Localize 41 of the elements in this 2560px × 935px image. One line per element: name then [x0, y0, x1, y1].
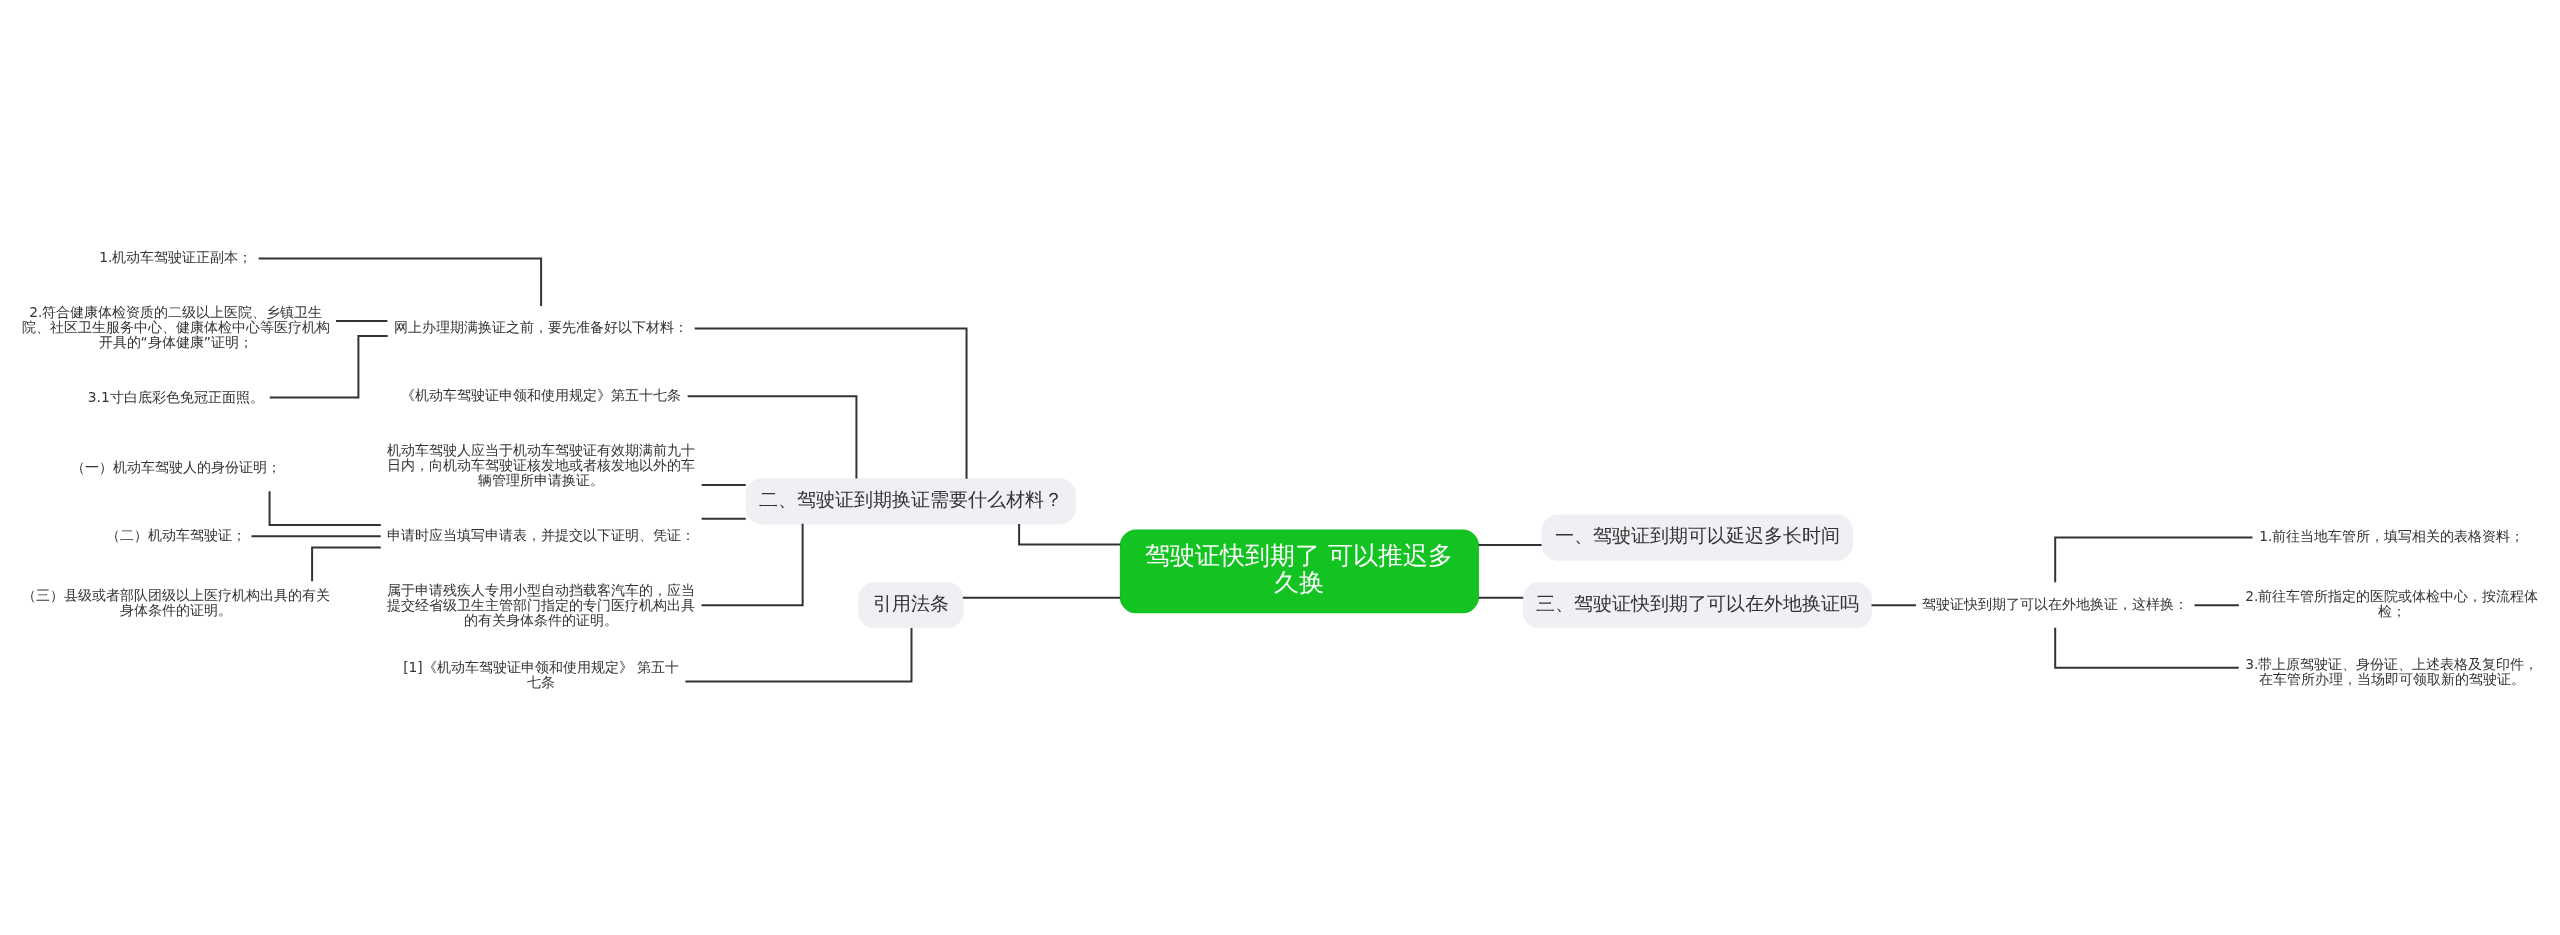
- connector: [1477, 596, 1525, 599]
- node-box: 驾驶证快到期了 可以推迟多久换: [1119, 529, 1479, 614]
- node-text: 驾驶证快到期了可以在外地换证，这样换：: [1922, 595, 2189, 612]
- node-text: 2.前往车管所指定的医院或体检中心，按流程体检；: [2245, 588, 2539, 620]
- connector: [2054, 626, 2240, 669]
- connector: [1477, 544, 1543, 547]
- node-box: 三、驾驶证快到期了可以在外地换证吗: [1522, 582, 1872, 629]
- connector: [684, 627, 913, 683]
- node-box: 一、驾驶证到期可以延迟多长时间: [1541, 514, 1854, 561]
- connector: [686, 395, 858, 480]
- connector: [311, 546, 382, 583]
- connector: [700, 484, 747, 486]
- connector: [268, 335, 389, 399]
- node-box: 引用法条: [858, 582, 964, 629]
- node-text: 1.前往当地车管所，填写相关的表格资料；: [2259, 528, 2525, 545]
- connector: [257, 257, 543, 308]
- node-text: （三）县级或者部队团级以上医疗机构出具的有关身体条件的证明。: [21, 586, 330, 618]
- node-text: 2.符合健康体检资质的二级以上医院、乡镇卫生院、社区卫生服务中心、健康体检中心等医疗机构开具的“身体健康”证明；: [21, 304, 330, 351]
- node-text: 《机动车驾驶证申领和使用规定》第五十七条: [401, 386, 682, 403]
- connector: [1018, 522, 1122, 546]
- node-text: 网上办理期满换证之前，要先准备好以下材料：: [394, 319, 689, 336]
- node-text: （一）机动车驾驶人的身份证明；: [70, 459, 281, 476]
- node-text: 申请时应当填写申请表，并提交以下证明、凭证：: [387, 526, 696, 543]
- connector: [693, 327, 968, 480]
- node-text: 3.1寸白底彩色免冠正面照。: [87, 389, 264, 406]
- connector: [335, 320, 389, 323]
- node-text: （二）机动车驾驶证；: [105, 526, 246, 543]
- connector: [700, 522, 804, 607]
- connector: [961, 596, 1122, 599]
- node-text: 1.机动车驾驶证正副本；: [99, 249, 253, 266]
- connector: [700, 517, 747, 520]
- connector: [250, 535, 382, 538]
- node-text: [1]《机动车驾驶证申领和使用规定》 第五十七条: [403, 659, 680, 691]
- node-box: 二、驾驶证到期换证需要什么材料？: [745, 478, 1077, 525]
- connector: [2054, 536, 2254, 584]
- node-text: 属于申请残疾人专用小型自动挡载客汽车的，应当提交经省级卫生主管部门指定的专门医疗机构出具的有关身体条件的证明。: [387, 581, 696, 628]
- node-text: 机动车驾驶人应当于机动车驾驶证有效期满前九十日内，向机动车驾驶证核发地或者核发地以外的车辆管理所申请换证。: [387, 441, 696, 488]
- connector: [268, 490, 382, 527]
- node-text: 3.带上原驾驶证、身份证、上述表格及复印件，在车管所办理，当场即可领取新的驾驶证。: [2245, 655, 2539, 687]
- connector: [2193, 604, 2240, 607]
- connector: [1870, 604, 1918, 607]
